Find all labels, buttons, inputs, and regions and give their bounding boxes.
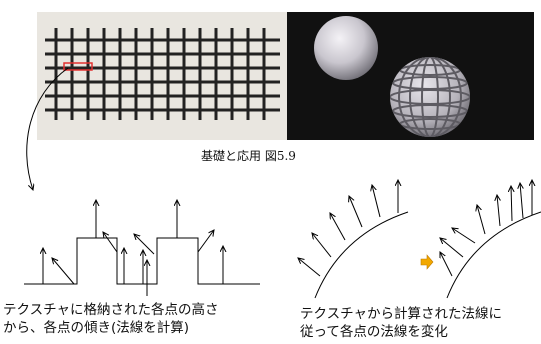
- height-map-texture: [37, 12, 287, 140]
- right-description-line1: テクスチャから計算された法線に: [300, 306, 502, 322]
- smooth-sphere: [314, 16, 378, 80]
- right-description: テクスチャから計算された法線に 従って各点の法線を変化: [300, 305, 502, 341]
- left-description: テクスチャに格納された各点の高さ から、各点の傾き(法線を計算): [3, 301, 218, 337]
- height-profile-line: [24, 237, 260, 285]
- rendered-spheres-panel: [287, 12, 534, 140]
- left-description-line2: から、各点の傾き(法線を計算): [3, 320, 190, 336]
- right-description-line2: 従って各点の法線を変化: [300, 324, 448, 340]
- curved-pointer-arrow: [26, 67, 69, 190]
- transition-arrow-icon: [420, 254, 434, 270]
- height-profile-diagram: [24, 200, 260, 296]
- surface-normals-before: [298, 180, 409, 299]
- surface-normals-after: [440, 180, 541, 299]
- figure-caption: 基礎と応用 図5.9: [201, 147, 296, 164]
- bump-mapped-sphere: [390, 57, 470, 137]
- texture-grid: [45, 28, 280, 120]
- left-description-line1: テクスチャに格納された各点の高さ: [3, 302, 219, 318]
- normal-arrows: [43, 200, 223, 296]
- caption-figure-number: 図5.9: [264, 149, 296, 163]
- caption-main: 基礎と応用: [201, 149, 265, 163]
- sample-region-highlight: [63, 62, 93, 71]
